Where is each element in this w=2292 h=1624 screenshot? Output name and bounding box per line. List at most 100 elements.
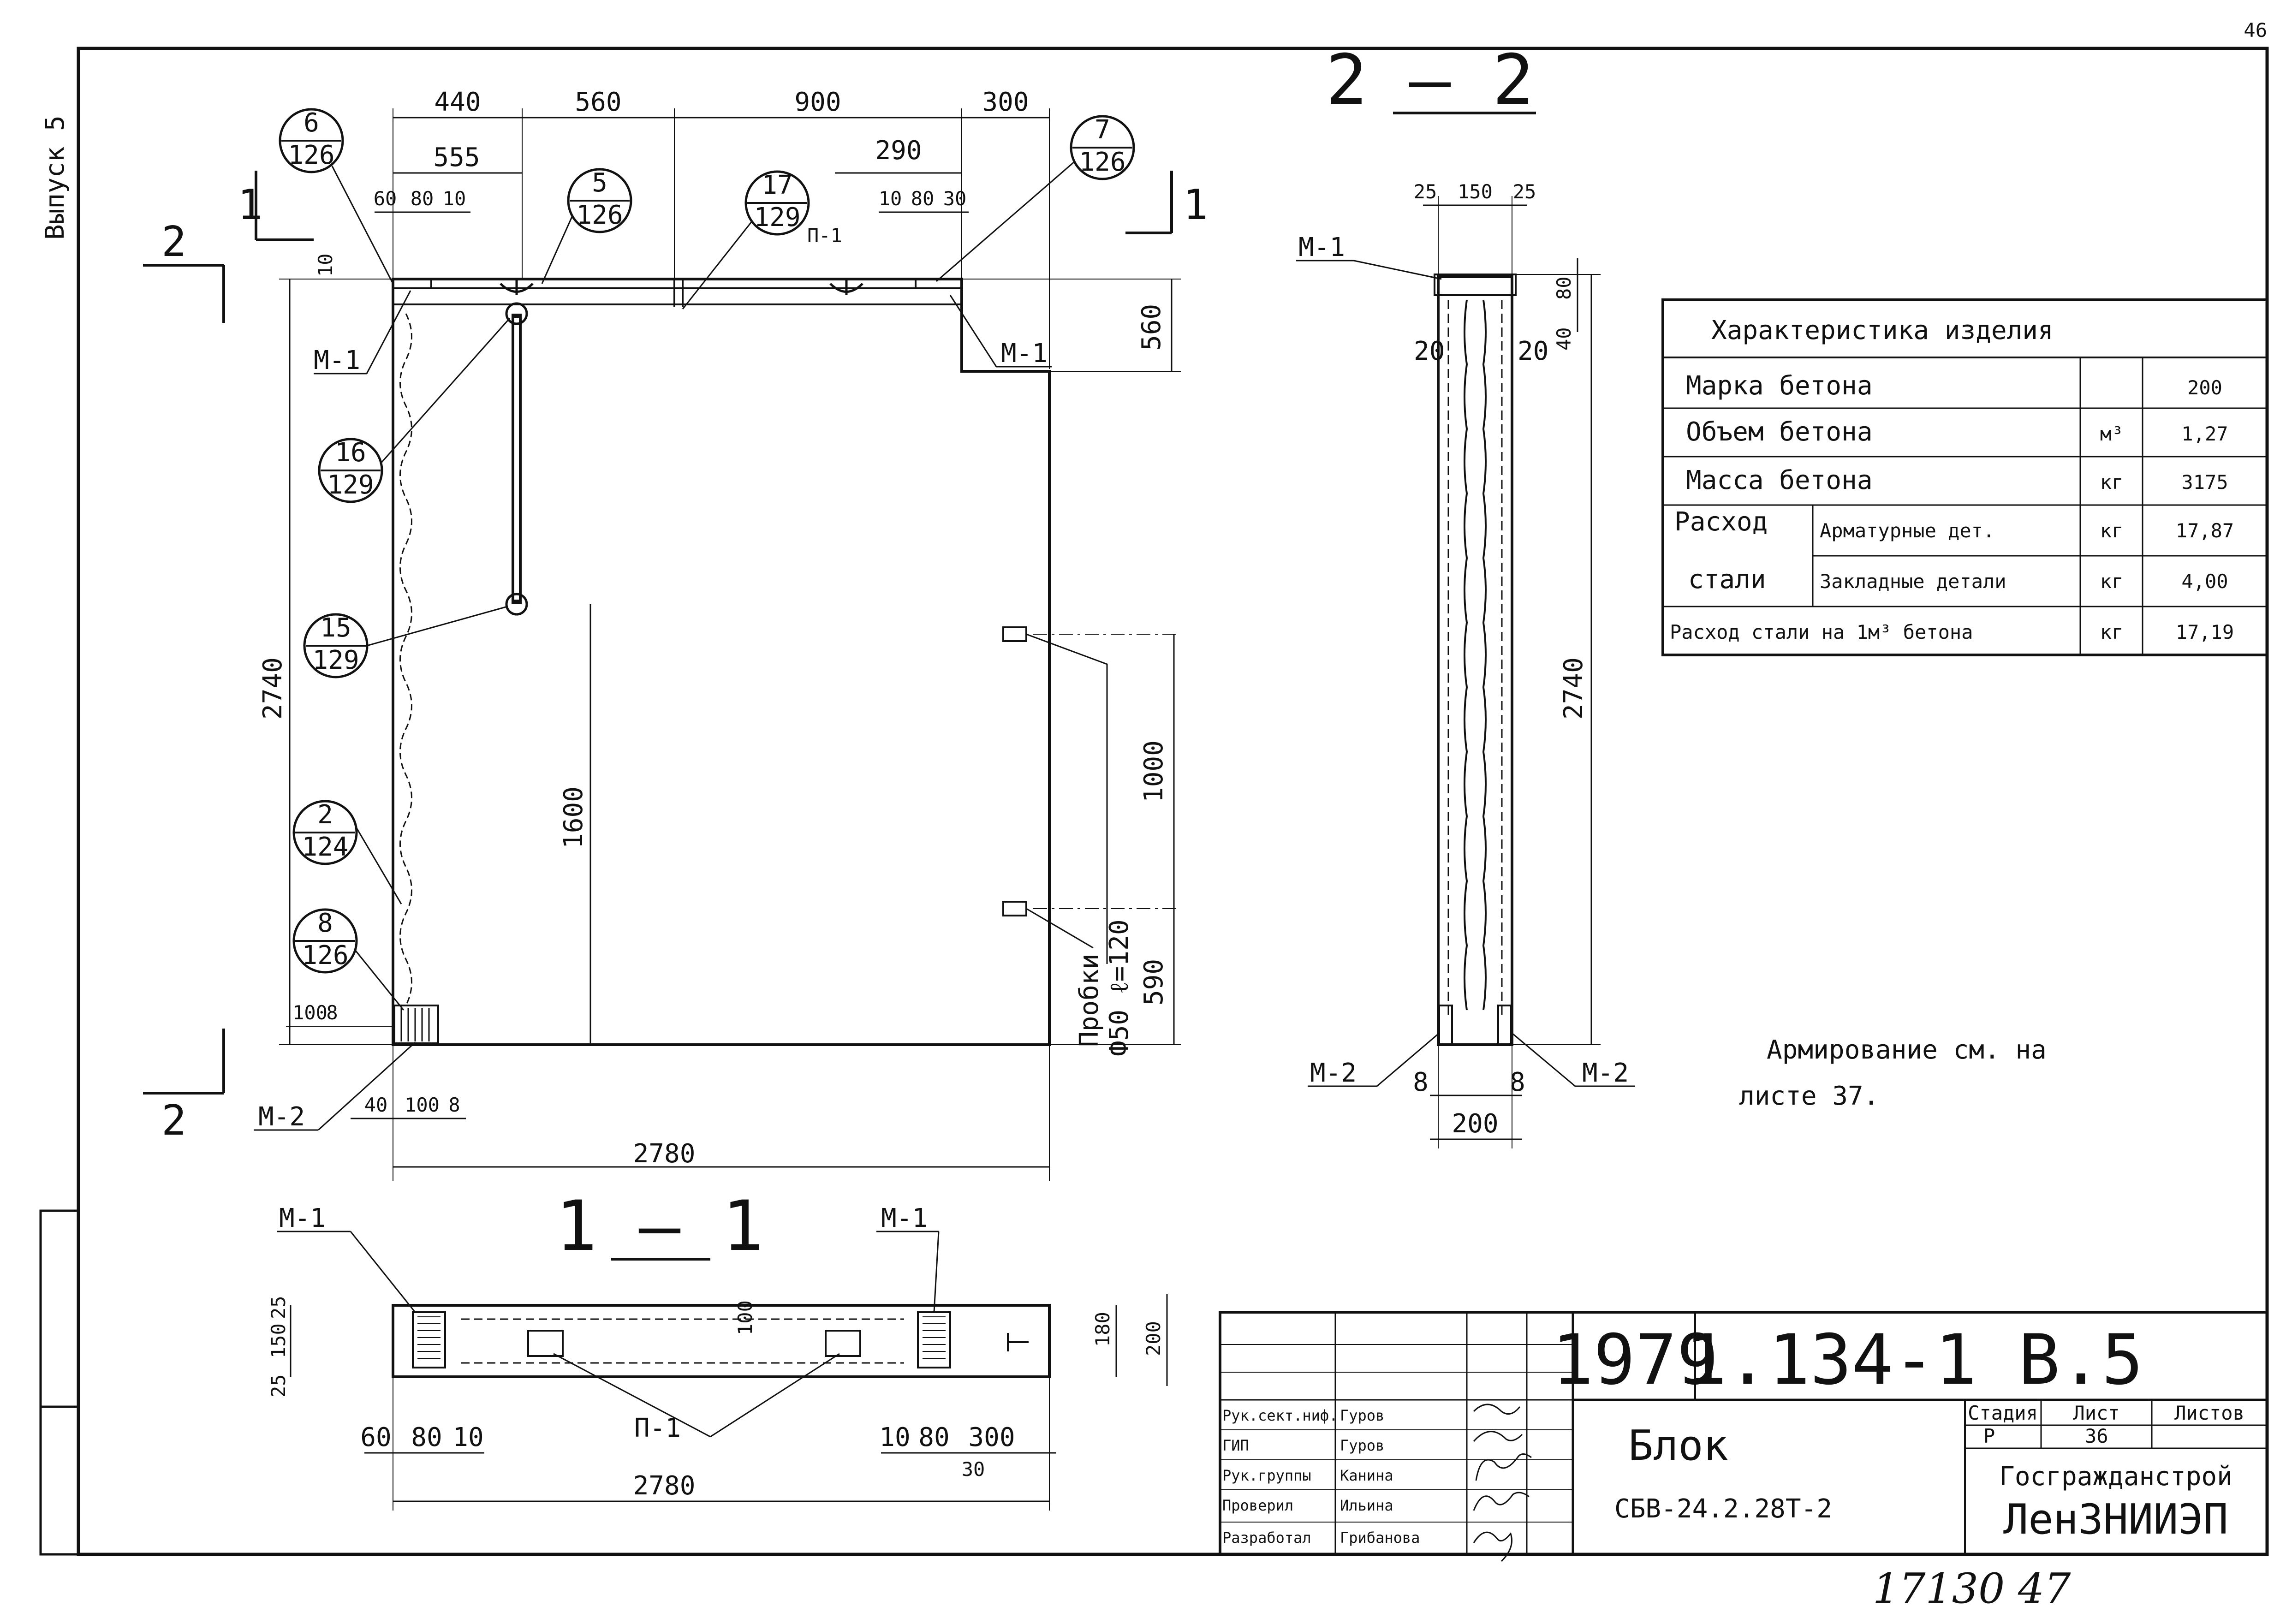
inventory-number: 17130 47 bbox=[1873, 1565, 2071, 1613]
svg-text:7: 7 bbox=[1095, 115, 1110, 145]
dim-200-section: 200 bbox=[1452, 1109, 1498, 1139]
section-mark-2-bottom: 2 bbox=[161, 1096, 186, 1145]
signature-4 bbox=[1473, 1492, 1530, 1511]
tb-person-1: Гуров bbox=[1340, 1437, 1384, 1454]
section-marks: 1 1 2 2 bbox=[143, 171, 1208, 1145]
dim-100-left: 100 bbox=[292, 1001, 327, 1024]
tb-role-3: Проверил bbox=[1222, 1497, 1293, 1514]
section-1-1-outline bbox=[392, 1304, 1051, 1378]
svg-text:126: 126 bbox=[288, 140, 334, 170]
svg-text:17: 17 bbox=[762, 170, 792, 200]
callout-16-129: 16 129 bbox=[318, 318, 511, 503]
dim-10b: 10 bbox=[879, 187, 902, 210]
row-4-group: стали bbox=[1688, 565, 1766, 595]
label-m2-front: М-2 bbox=[258, 1102, 305, 1132]
embedded-part-m2 bbox=[393, 1005, 439, 1044]
dim-150: 150 bbox=[1458, 180, 1493, 203]
label-p1-1-1: П-1 bbox=[634, 1413, 681, 1443]
dim-20b: 20 bbox=[1518, 336, 1548, 366]
dim-2780-1-1: 2780 bbox=[633, 1471, 696, 1501]
section-2-2-inner bbox=[1447, 300, 1503, 1015]
dim-290: 290 bbox=[875, 136, 922, 166]
dim-100-1-1: 100 bbox=[734, 1300, 756, 1335]
label-p1-front: П-1 bbox=[807, 224, 842, 247]
svg-text:5: 5 bbox=[592, 168, 607, 198]
section-1-1-title: 1 — 1 bbox=[555, 1186, 764, 1267]
row-2-name: Масса бетона bbox=[1686, 465, 1873, 495]
dim-100-bot: 100 bbox=[405, 1094, 440, 1116]
row-2-value: 3175 bbox=[2181, 471, 2228, 494]
tb-role-4: Разработал bbox=[1222, 1529, 1311, 1547]
tb-stage: Р bbox=[1983, 1425, 1995, 1447]
tb-year: 1979 bbox=[1552, 1320, 1718, 1400]
tb-person-4: Грибанова bbox=[1340, 1529, 1420, 1547]
section-2-2-part-m2-right bbox=[1497, 1005, 1512, 1046]
row-3-name: Арматурные дет. bbox=[1820, 519, 1994, 542]
row-1-unit: м³ bbox=[2100, 422, 2124, 445]
plug-lower bbox=[1002, 901, 1027, 916]
bottom-dimensions: 2780 40 100 8 bbox=[351, 1045, 1050, 1181]
dim-2740: 2740 bbox=[258, 657, 288, 720]
tb-role-0: Рук.сект.ниф. bbox=[1222, 1407, 1338, 1424]
label-m1-section: М-1 bbox=[1298, 232, 1345, 262]
tb-stage-header: Стадия bbox=[1968, 1402, 2038, 1424]
front-view: Пробки Ф50 ℓ=120 440 560 900 300 555 290… bbox=[143, 87, 1208, 1181]
loop-p1-left bbox=[527, 1330, 564, 1357]
dim-80b: 80 bbox=[911, 187, 935, 210]
dim-1000: 1000 bbox=[1139, 740, 1169, 803]
row-0-value: 200 bbox=[2187, 376, 2222, 399]
panel-outline bbox=[392, 278, 1051, 1046]
dim-25-1-1a: 25 bbox=[267, 1296, 290, 1319]
title-block: 1979 1.134-1 В.5 Блок СБВ-24.2.28Т-2 Ста… bbox=[1219, 1311, 2268, 1562]
row-5-value: 17,19 bbox=[2176, 621, 2234, 643]
signature-1 bbox=[1473, 1404, 1521, 1415]
dim-590: 590 bbox=[1139, 959, 1169, 1005]
dim-2780-front: 2780 bbox=[633, 1139, 696, 1169]
dim-900: 900 bbox=[794, 87, 841, 117]
svg-text:8: 8 bbox=[317, 908, 333, 938]
loop-p1-right bbox=[825, 1330, 861, 1357]
right-dimensions: 560 1000 590 1600 bbox=[559, 279, 1181, 1045]
dim-200-1-1: 200 bbox=[1142, 1321, 1165, 1356]
dim-560: 560 bbox=[575, 87, 621, 117]
section-1-1-left-part bbox=[412, 1311, 446, 1368]
row-5-unit: кг bbox=[2100, 621, 2124, 643]
svg-text:15: 15 bbox=[320, 613, 351, 643]
row-5-name: Расход стали на 1м³ бетона bbox=[1670, 621, 1973, 643]
section-1-1-hatch bbox=[417, 1316, 946, 1359]
dim-40-section: 40 bbox=[1553, 327, 1575, 351]
section-2-2-bulges bbox=[1464, 299, 1487, 1011]
row-2-unit: кг bbox=[2100, 471, 2124, 494]
label-m2-section-right: М-2 bbox=[1582, 1058, 1629, 1088]
tb-code: 1.134-1 В.5 bbox=[1685, 1320, 2143, 1400]
tb-name-1: Блок bbox=[1628, 1422, 1728, 1470]
dim-1600: 1600 bbox=[559, 786, 589, 849]
lifting-loop-mark-left bbox=[500, 279, 534, 295]
section-2-2-title: 2 — 2 bbox=[1326, 40, 1534, 120]
row-3-group: Расход bbox=[1674, 507, 1768, 537]
svg-text:129: 129 bbox=[312, 645, 359, 675]
row-1-name: Объем бетона bbox=[1686, 417, 1873, 447]
row-1-value: 1,27 bbox=[2181, 422, 2228, 445]
front-part-labels: М-1 М-1 М-2 П-1 bbox=[254, 224, 1052, 1132]
section-mark-1-right: 1 bbox=[1183, 181, 1208, 229]
label-m1-1-1-left: М-1 bbox=[279, 1203, 326, 1233]
dim-300-1-1: 300 bbox=[968, 1422, 1015, 1452]
plug-leader-upper bbox=[1026, 633, 1108, 964]
dim-10-1-1a: 10 bbox=[452, 1422, 483, 1452]
tb-name-2: СБВ-24.2.28Т-2 bbox=[1614, 1494, 1832, 1524]
section-2-2-part-m2-left bbox=[1438, 1005, 1453, 1046]
edge-reinforcement bbox=[399, 313, 412, 1006]
row-3-value: 17,87 bbox=[2176, 519, 2234, 542]
sheet-frame bbox=[77, 47, 2269, 1556]
lifting-loop-mark-right bbox=[829, 279, 863, 295]
note-line-1: Армирование см. на bbox=[1767, 1035, 2047, 1065]
panel-top-ledge bbox=[393, 279, 962, 305]
lifting-loop-bottom bbox=[505, 593, 528, 616]
section-2-2-outline bbox=[1437, 275, 1513, 1046]
binding-strip bbox=[39, 1209, 80, 1556]
label-m1-right: М-1 bbox=[1001, 339, 1048, 369]
dim-560-right: 560 bbox=[1137, 304, 1167, 351]
dim-25-1-1b: 25 bbox=[267, 1374, 290, 1398]
dim-10-top: 10 bbox=[314, 253, 337, 277]
